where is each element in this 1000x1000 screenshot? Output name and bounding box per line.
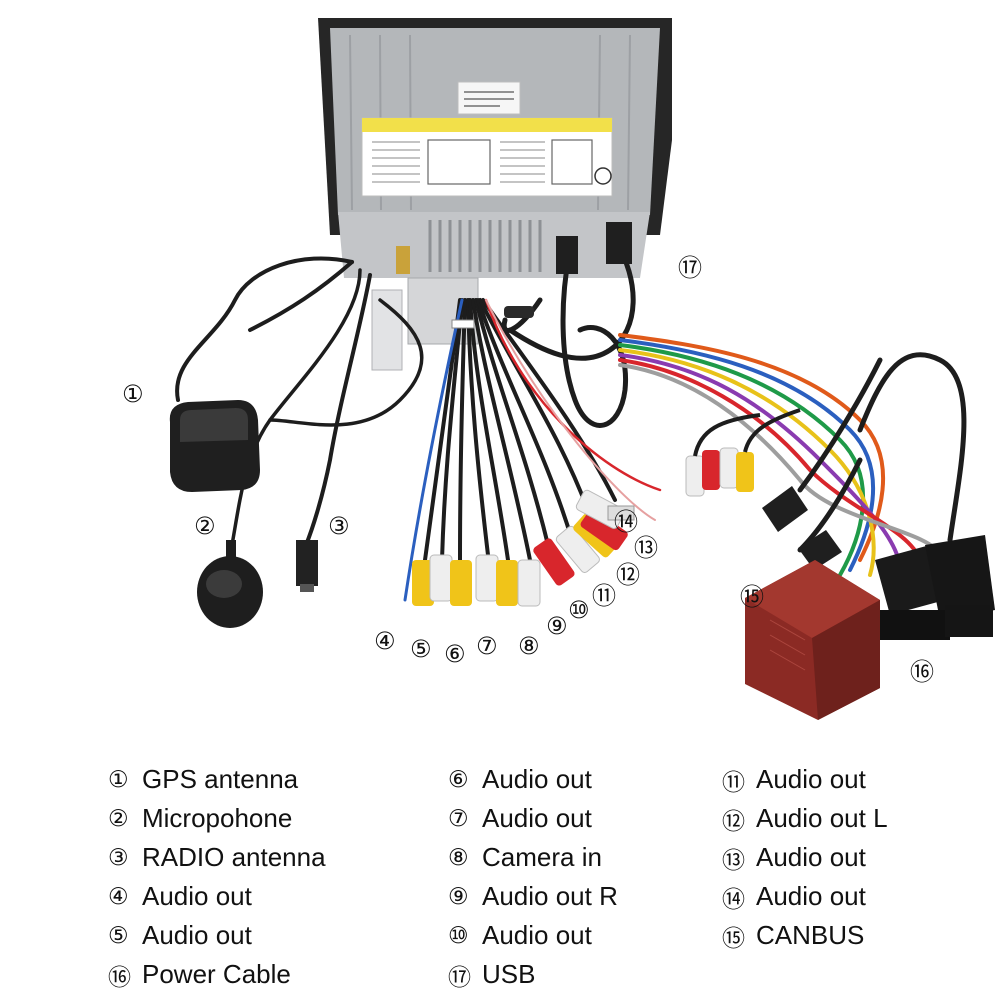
legend-number: ⑪ (722, 769, 745, 796)
legend-label: Audio out (482, 764, 592, 794)
legend-number: ② (108, 805, 129, 832)
legend-label: GPS antenna (142, 764, 299, 794)
legend-number: ① (108, 766, 129, 793)
legend: ① GPS antenna ② Micropohone ③ RADIO ante… (0, 760, 1000, 1000)
legend-number: ③ (108, 844, 129, 871)
callout-10: ⑩ (568, 596, 590, 624)
legend-label: Audio out (756, 764, 866, 794)
legend-column-2: ⑥ Audio out ⑦ Audio out ⑧ Camera in ⑨ Au… (448, 760, 618, 994)
legend-label: CANBUS (756, 920, 865, 950)
canbus-box (745, 560, 880, 720)
antenna-connector (396, 246, 410, 274)
legend-number: ⑬ (722, 847, 745, 874)
callout-4: ④ (374, 627, 396, 655)
legend-number: ④ (108, 883, 129, 910)
legend-label: Power Cable (142, 959, 291, 989)
legend-number: ⑯ (108, 964, 131, 991)
legend-item-audio-out-7: ⑦ Audio out (448, 799, 618, 838)
legend-item-usb: ⑰ USB (448, 955, 618, 994)
legend-label: Camera in (482, 842, 602, 872)
legend-label: Audio out R (482, 881, 618, 911)
legend-item-camera-in: ⑧ Camera in (448, 838, 618, 877)
legend-item-radio-antenna: ③ RADIO antenna (108, 838, 326, 877)
legend-item-audio-out-r: ⑨ Audio out R (448, 877, 618, 916)
legend-number: ⑥ (448, 766, 469, 793)
legend-label: RADIO antenna (142, 842, 326, 872)
serial-sticker (457, 81, 521, 115)
head-unit (318, 18, 672, 371)
gps-antenna-puck (169, 400, 260, 492)
callout-11: ⑪ (592, 582, 616, 610)
power-harness (618, 333, 967, 577)
callout-2: ② (194, 512, 216, 540)
legend-label: Audio out (756, 881, 866, 911)
legend-number: ⑨ (448, 883, 469, 910)
legend-item-audio-out-13: ⑬ Audio out (722, 838, 888, 877)
legend-item-microphone: ② Micropohone (108, 799, 326, 838)
rca-plugs (412, 489, 635, 607)
legend-item-audio-out-5: ⑤ Audio out (108, 916, 326, 955)
legend-item-canbus: ⑮ CANBUS (722, 916, 888, 955)
legend-item-audio-out-6: ⑥ Audio out (448, 760, 618, 799)
callout-3: ③ (328, 512, 350, 540)
legend-label: Audio out L (756, 803, 888, 833)
callout-15: ⑮ (740, 583, 764, 611)
legend-label: Audio out (142, 881, 252, 911)
legend-number: ⑮ (722, 925, 745, 952)
legend-item-audio-out-4: ④ Audio out (108, 877, 326, 916)
legend-number: ⑧ (448, 844, 469, 871)
legend-label: USB (482, 959, 536, 989)
legend-number: ⑰ (448, 964, 471, 991)
callout-9: ⑨ (546, 612, 568, 640)
legend-column-3: ⑪ Audio out ⑫ Audio out L ⑬ Audio out ⑭ … (722, 760, 888, 955)
radio-connector (296, 540, 318, 592)
legend-item-audio-out-10: ⑩ Audio out (448, 916, 618, 955)
legend-number: ⑩ (448, 922, 469, 949)
legend-label: Micropohone (142, 803, 293, 833)
callout-1: ① (122, 380, 144, 408)
usb-cables (501, 222, 636, 428)
legend-item-power-cable: ⑯ Power Cable (108, 955, 326, 994)
callout-6: ⑥ (444, 640, 466, 668)
callout-14: ⑭ (614, 508, 638, 536)
callout-8: ⑧ (518, 632, 540, 660)
legend-number: ⑦ (448, 805, 469, 832)
power-connectors (875, 535, 995, 640)
legend-label: Audio out (142, 920, 252, 950)
callout-5: ⑤ (410, 635, 432, 663)
rca-plugs-right (685, 408, 801, 497)
left-cables (175, 256, 424, 547)
legend-label: Audio out (756, 842, 866, 872)
legend-column-1: ① GPS antenna ② Micropohone ③ RADIO ante… (108, 760, 326, 994)
callout-16: ⑯ (910, 658, 934, 686)
callout-13: ⑬ (634, 534, 658, 562)
legend-item-gps-antenna: ① GPS antenna (108, 760, 326, 799)
legend-number: ⑤ (108, 922, 129, 949)
microphone (197, 540, 263, 628)
legend-item-audio-out-l: ⑫ Audio out L (722, 799, 888, 838)
legend-number: ⑫ (722, 808, 745, 835)
product-photo (169, 18, 995, 720)
callout-12: ⑫ (616, 561, 640, 589)
legend-number: ⑭ (722, 886, 745, 913)
legend-item-audio-out-11: ⑪ Audio out (722, 760, 888, 799)
legend-label: Audio out (482, 803, 592, 833)
callout-17: ⑰ (678, 254, 702, 282)
callout-7: ⑦ (476, 632, 498, 660)
legend-label: Audio out (482, 920, 592, 950)
small-black-plugs (762, 486, 842, 570)
legend-item-audio-out-14: ⑭ Audio out (722, 877, 888, 916)
